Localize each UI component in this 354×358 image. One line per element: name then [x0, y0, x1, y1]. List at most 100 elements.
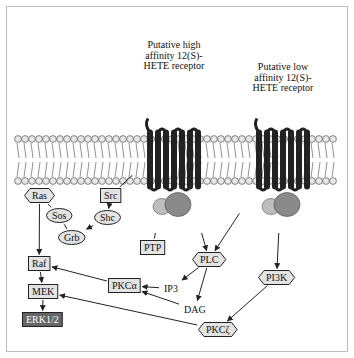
- lipid-tail: [248, 143, 250, 158]
- lipid-tail: [52, 143, 54, 158]
- transmembrane-helix: [264, 129, 270, 189]
- lipid-tail: [94, 143, 96, 158]
- receptor: Putative high affinity 12(S)-HETE recept…: [133, 40, 215, 232]
- lipid-tail: [115, 143, 117, 158]
- lipid-head: [218, 136, 225, 143]
- lipid-head: [92, 178, 99, 185]
- lipid-tail: [241, 162, 243, 177]
- lipid-tail: [311, 162, 313, 177]
- lipid-head: [134, 136, 141, 143]
- signal-arrow: [142, 287, 159, 288]
- lipid-head: [239, 178, 246, 185]
- lipid-head: [204, 136, 211, 143]
- oval-outline: [47, 209, 72, 223]
- lipid-tail: [24, 162, 26, 177]
- lipid-tail: [101, 162, 103, 177]
- lipid-head: [64, 136, 71, 143]
- signal-arrow: [182, 268, 198, 280]
- lipid-head: [141, 136, 148, 143]
- messenger-label: DAG: [180, 302, 210, 317]
- receptor: Putative low affinity 12(S)-HETE recepto…: [240, 62, 326, 232]
- adaptor-oval: Shc: [94, 210, 121, 225]
- lipid-head: [29, 178, 36, 185]
- messenger-label: IP3: [160, 281, 182, 296]
- lipid-head: [99, 178, 106, 185]
- signal-arrow: [120, 175, 133, 187]
- lipid-tail: [80, 162, 82, 177]
- lipid-tail: [31, 162, 33, 177]
- lipid-head: [246, 136, 253, 143]
- protein-box: PTP: [140, 240, 165, 255]
- lipid-tail: [45, 162, 47, 177]
- lipid-tail: [227, 162, 229, 177]
- lipid-head: [330, 178, 337, 185]
- node-label: PI3K: [266, 272, 287, 283]
- protein-box: ERK1/2: [22, 312, 63, 327]
- lipid-tail: [220, 143, 222, 158]
- lipid-head: [239, 136, 246, 143]
- signal-arrow: [42, 300, 43, 311]
- lipid-tail: [262, 143, 264, 158]
- signal-arrow: [52, 267, 107, 281]
- lipid-tail: [66, 143, 68, 158]
- node-label: Grb: [64, 232, 80, 243]
- hexagon-outline: [25, 189, 55, 203]
- protein-box: Raf: [28, 256, 50, 271]
- lipid-tail: [262, 162, 264, 177]
- lipid-head: [232, 136, 239, 143]
- lipid-head: [127, 178, 134, 185]
- lipid-head: [323, 136, 330, 143]
- signal-arrow: [40, 272, 41, 283]
- lipid-tail: [45, 143, 47, 158]
- signal-arrow: [227, 286, 267, 321]
- node-label: PLC: [200, 254, 218, 265]
- node-label: PKCζ: [206, 324, 230, 335]
- box-outline: [141, 241, 165, 255]
- lipid-head: [218, 178, 225, 185]
- transmembrane-helix: [272, 129, 278, 189]
- lipid-head: [50, 136, 57, 143]
- hexagon-outline: [259, 271, 295, 285]
- lipid-tail: [38, 162, 40, 177]
- receptor-illustration: [240, 94, 326, 233]
- lipid-head: [15, 136, 22, 143]
- lipid-tail: [115, 162, 117, 177]
- lipid-head: [92, 136, 99, 143]
- lipid-head: [78, 136, 85, 143]
- lipid-tail: [136, 162, 138, 177]
- hexagon-outline: [193, 253, 226, 267]
- box-outline: [29, 257, 50, 271]
- transmembrane-helix: [296, 129, 302, 189]
- transmembrane-helix: [147, 129, 153, 189]
- lipid-head: [36, 136, 43, 143]
- node-label: Raf: [32, 258, 46, 269]
- lipid-tail: [87, 143, 89, 158]
- lipid-head: [134, 178, 141, 185]
- lipid-tail: [108, 162, 110, 177]
- lipid-head: [323, 178, 330, 185]
- enzyme-hexagon: PLC: [192, 252, 226, 267]
- g-protein-subunit: [165, 192, 191, 216]
- node-label: PKCα: [112, 280, 137, 291]
- lipid-head: [330, 136, 337, 143]
- lipid-tail: [101, 143, 103, 158]
- lipid-tail: [185, 143, 187, 158]
- lipid-head: [71, 178, 78, 185]
- transmembrane-helix: [163, 129, 169, 189]
- lipid-head: [43, 136, 50, 143]
- node-label: Ras: [32, 190, 47, 201]
- signal-arrow: [39, 204, 40, 255]
- lipid-tail: [73, 143, 75, 158]
- signal-arrow: [154, 233, 155, 239]
- lipid-head: [85, 178, 92, 185]
- lipid-head: [99, 136, 106, 143]
- lipid-tail: [24, 143, 26, 158]
- lipid-tail: [185, 162, 187, 177]
- lipid-head: [246, 178, 253, 185]
- lipid-tail: [332, 162, 334, 177]
- lipid-tail: [143, 162, 145, 177]
- lipid-tail: [143, 143, 145, 158]
- lipid-tail: [318, 143, 320, 158]
